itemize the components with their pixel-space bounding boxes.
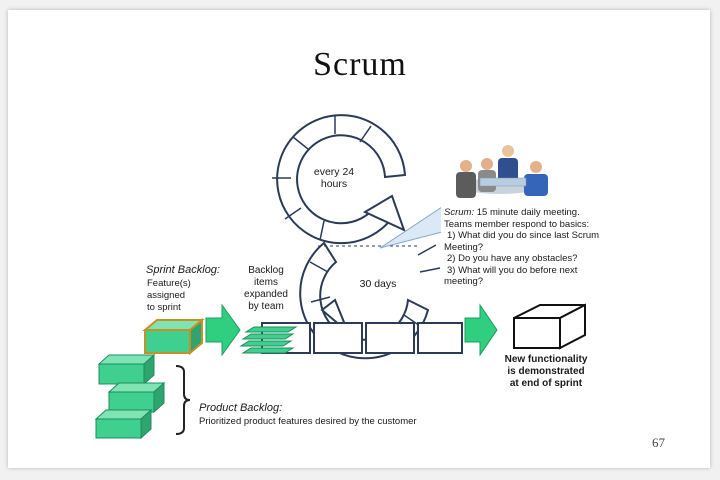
scrum-note-line6: 3) What will you do before next (447, 264, 578, 276)
product-backlog-description: Prioritized product features desired by … (199, 416, 417, 427)
scrum-note-line4: Meeting? (444, 241, 484, 253)
slide-title: Scrum (313, 46, 407, 83)
backlog-items-description: Backlog items expanded by team (244, 265, 288, 312)
expanded-backlog-items (239, 326, 298, 354)
daily-cycle-label: every 24 hours (313, 166, 355, 190)
output-box (513, 303, 586, 350)
page-number: 67 (652, 435, 665, 450)
sprint-backlog-cube (142, 317, 205, 356)
scrum-note-line5: 2) Do you have any obstacles? (447, 253, 578, 264)
scrum-note: Scrum: 15 minute daily meeting. Teams me… (444, 207, 614, 288)
to-backlog-items-arrow (205, 303, 241, 357)
scrum-note-line7: meeting? (444, 276, 484, 287)
daily-cycle (272, 114, 407, 245)
product-backlog-title: Product Backlog: (199, 402, 283, 414)
output-description: New functionality is demonstrated at end… (504, 354, 588, 389)
sprint-backlog-description: Feature(s) assigned to sprint (147, 278, 191, 313)
product-backlog-bracket (175, 365, 191, 435)
scrum-note-bubble (441, 203, 611, 291)
to-output-arrow (464, 303, 498, 357)
sprint-cycle-label: 30 days (359, 278, 397, 290)
sprint-backlog-title: Sprint Backlog: (146, 264, 220, 276)
scrum-note-heading: Scrum: (444, 207, 475, 218)
meeting-people-icon (456, 145, 548, 198)
scrum-note-line3: 1) What did you do since last Scrum (447, 230, 600, 241)
product-backlog-stack (94, 353, 166, 440)
scrum-note-line2: Teams member respond to basics: (444, 218, 590, 230)
scrum-note-line1: 15 minute daily meeting. (474, 207, 580, 218)
